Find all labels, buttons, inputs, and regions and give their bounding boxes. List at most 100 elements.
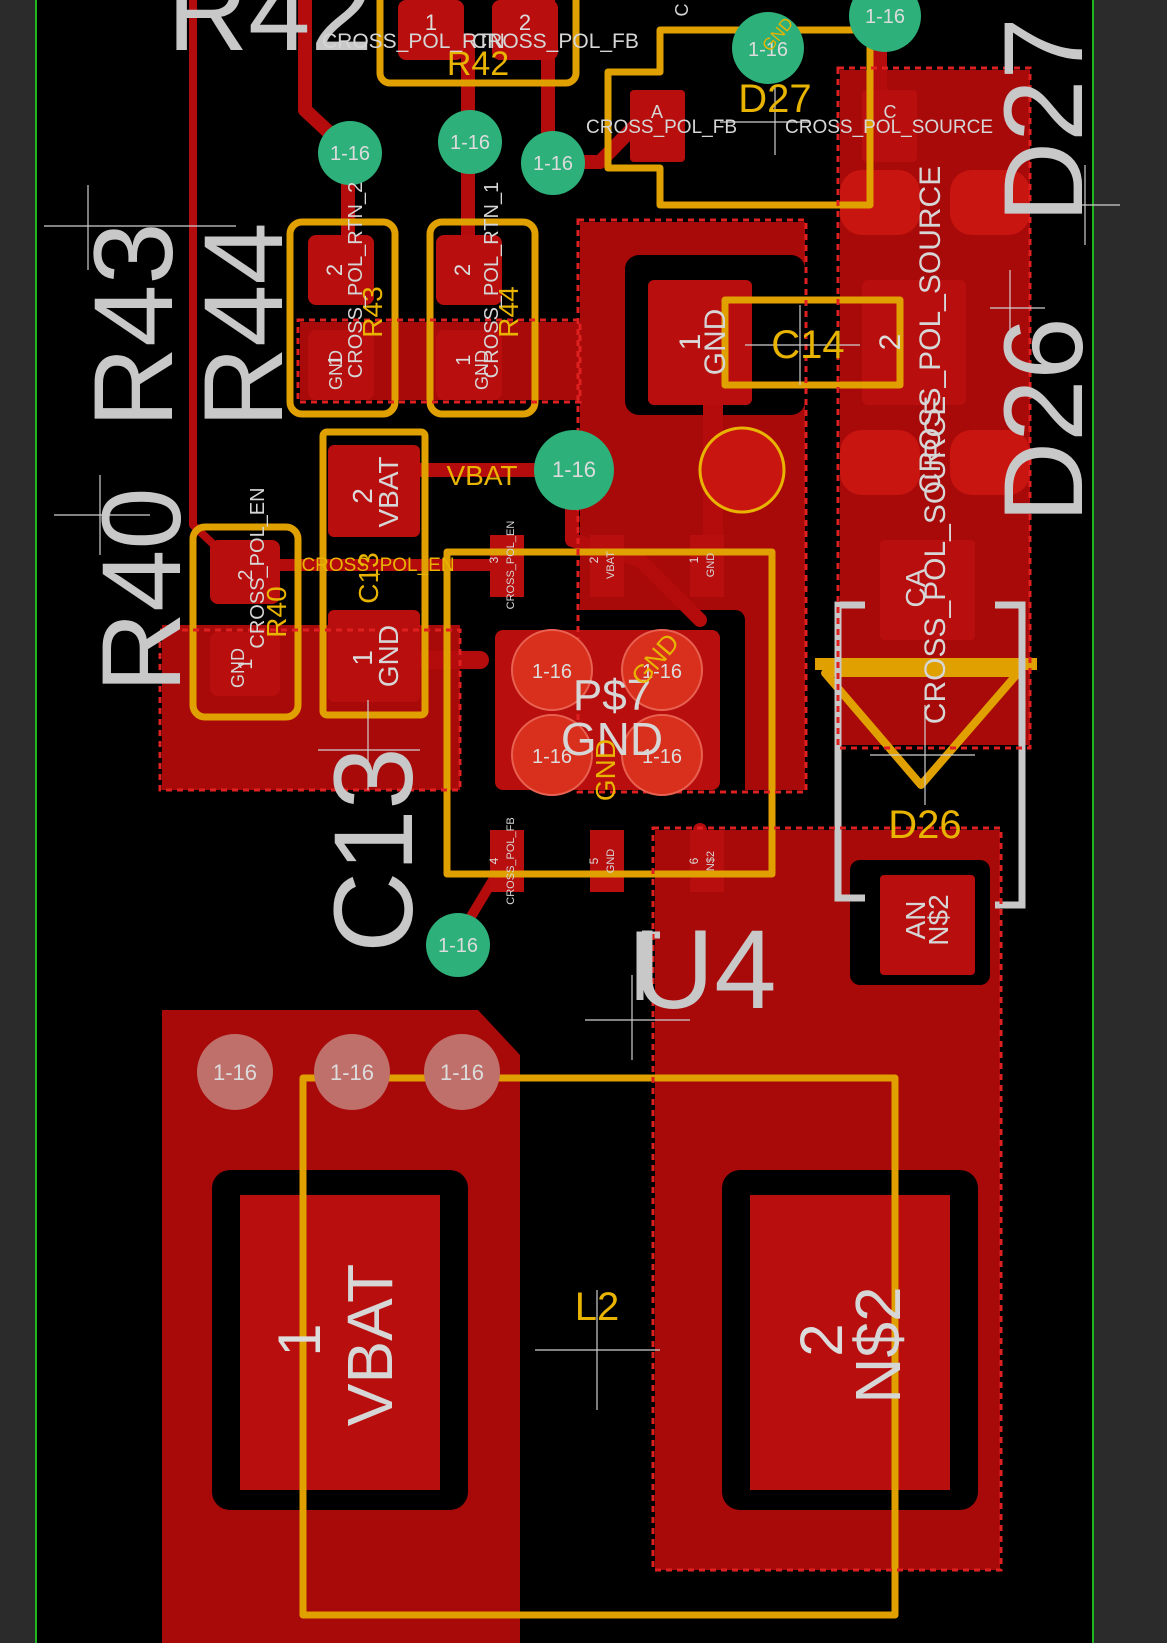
net-cross-pol-rtn-top: CROSS_POL_RTN [322, 30, 505, 53]
net-cross-pol-fb-top: CROSS_POL_FB [472, 30, 639, 53]
net-u4-pin1: GND [705, 553, 717, 578]
padnum-r44-2: 2 [450, 264, 475, 276]
pad-d27-c[interactable] [862, 90, 917, 162]
padnum-u4-2: 2 [587, 556, 601, 563]
net-gnd-c14: GND [699, 309, 732, 376]
pad-l2-1[interactable] [240, 1195, 440, 1490]
pad-r43-2[interactable] [308, 235, 374, 305]
refdes-r44: R44 [181, 222, 306, 427]
pad-r43-1[interactable] [308, 330, 374, 400]
via-6[interactable] [534, 430, 614, 510]
refdes-d27-big: D27 [981, 17, 1106, 222]
pad-r42-1[interactable] [398, 0, 464, 60]
net-source-d26: CROSS_POL_SOURCE [914, 166, 947, 494]
via-thermal-3[interactable] [511, 714, 593, 796]
pad-d27-big-1[interactable] [840, 170, 920, 235]
pad-d26-big-1[interactable] [840, 430, 920, 495]
net-gnd-r44: GND [472, 350, 492, 390]
via-label-1: 1-16 [748, 39, 788, 61]
padnum-u4-6: 6 [687, 857, 701, 864]
padnum-r43-2: 2 [322, 264, 347, 276]
via-10[interactable] [424, 1034, 500, 1110]
via-thermal-4[interactable] [621, 714, 703, 796]
pad-u4-6[interactable] [690, 830, 724, 892]
pad-u4-1[interactable] [690, 535, 724, 597]
pad-u4-4[interactable] [490, 830, 524, 892]
via-8[interactable] [197, 1034, 273, 1110]
trace-vbat-down [633, 553, 707, 627]
via-label-10: 1-16 [440, 1060, 484, 1085]
net-cross-pol-fb-d27: CROSS_POL_FB [586, 117, 737, 138]
via-1[interactable] [732, 12, 804, 84]
padnum-r42-1: 1 [425, 10, 437, 35]
pad-r40-2[interactable] [210, 540, 280, 604]
via-thermal-1[interactable] [511, 629, 593, 711]
pad-r42-2[interactable] [492, 0, 558, 60]
net-vbat-trace: VBAT [446, 460, 517, 491]
pad-d27-big-2[interactable] [950, 170, 1030, 235]
refdes-big: R42 R43 R44 R40 C13 D27 D26 U4 [71, 0, 1106, 1032]
via-label-4: 1-16 [450, 132, 490, 154]
refdes-u4: U4 [633, 907, 776, 1032]
refdes-small: D27 D26 C14 L2 R42 R43 R44 R40 C13 [261, 45, 962, 1329]
refdes-d27: D27 [738, 77, 811, 121]
padnum-l2-2: 2 [788, 1323, 855, 1356]
diode-d26-symbol [821, 669, 1022, 789]
d26-bracket [834, 601, 1026, 909]
dashed-d27 [836, 66, 1032, 750]
refdes-d26: D26 [888, 803, 961, 847]
pad-c13-2[interactable] [328, 445, 420, 537]
via-9[interactable] [314, 1034, 390, 1110]
via-label-7: 1-16 [438, 935, 478, 957]
pad-u4-2[interactable] [590, 535, 624, 597]
padnum-r42-2: 2 [519, 10, 531, 35]
outline-r40 [189, 523, 302, 721]
via-label-3: 1-16 [330, 143, 370, 165]
pad-d26-big-2[interactable] [950, 430, 1030, 495]
net-cross-pol-source-d27: CROSS_POL_SOURCE [785, 117, 993, 138]
padnum-u4-4: 4 [487, 857, 501, 864]
via-3[interactable] [318, 121, 382, 185]
net-u4-pin2: VBAT [605, 551, 617, 579]
outline-l2 [299, 1074, 899, 1619]
dashed-ns2 [651, 826, 1003, 1572]
pad-d26-ca[interactable] [880, 540, 975, 640]
via-7[interactable] [426, 913, 490, 977]
padnum-l2-1: 1 [266, 1323, 333, 1356]
pad-d27-a[interactable] [630, 90, 685, 162]
via-label-2: 1-16 [865, 6, 905, 28]
pad-r44-1[interactable] [436, 330, 502, 400]
pad-c14-2[interactable] [862, 280, 966, 405]
dashed-r43 [296, 318, 582, 404]
via-2[interactable] [849, 0, 921, 52]
pad-l2-2[interactable] [750, 1195, 950, 1490]
net-ns2-l2: N$2 [842, 1286, 914, 1403]
via-label-t3: 1-16 [532, 746, 572, 768]
pad-u4-5[interactable] [590, 830, 624, 892]
pad-u4-3[interactable] [490, 535, 524, 597]
net-cross-pol-en-r40: CROSS_POL_EN [247, 487, 269, 648]
pad-numbers: 1 2 2 2 1 1 2 1 2 1 1 2 3 2 1 4 5 6 1 2 [235, 10, 907, 1357]
pad-c13-1[interactable] [328, 610, 420, 702]
d26-bracket-right [995, 601, 1026, 909]
net-top-c: C [672, 4, 692, 17]
pad-d26-an[interactable] [880, 875, 975, 975]
net-an-d26: AN [900, 901, 931, 940]
net-rtn-1: CROSS_POL_RTN_1 [481, 182, 503, 378]
pad-r44-2[interactable] [436, 235, 502, 305]
outline-u4 [443, 548, 776, 878]
refdes-r40: R40 [79, 487, 204, 692]
via-5[interactable] [521, 131, 585, 195]
outline-r42 [376, 0, 580, 87]
via-4[interactable] [438, 110, 502, 174]
via-thermal-2[interactable] [621, 629, 703, 711]
via-label-8: 1-16 [213, 1060, 257, 1085]
refdes-r42: R42 [167, 0, 372, 74]
padnum-r40-2: 2 [235, 569, 257, 580]
padnum-r40-1: 1 [235, 658, 257, 669]
c14-pad-circle[interactable] [698, 426, 786, 514]
pad-r40-1[interactable] [210, 632, 280, 696]
net-source-d26-2: CROSS_POL_SOURCE [919, 396, 952, 724]
net-ca-d26: CA [900, 568, 931, 607]
